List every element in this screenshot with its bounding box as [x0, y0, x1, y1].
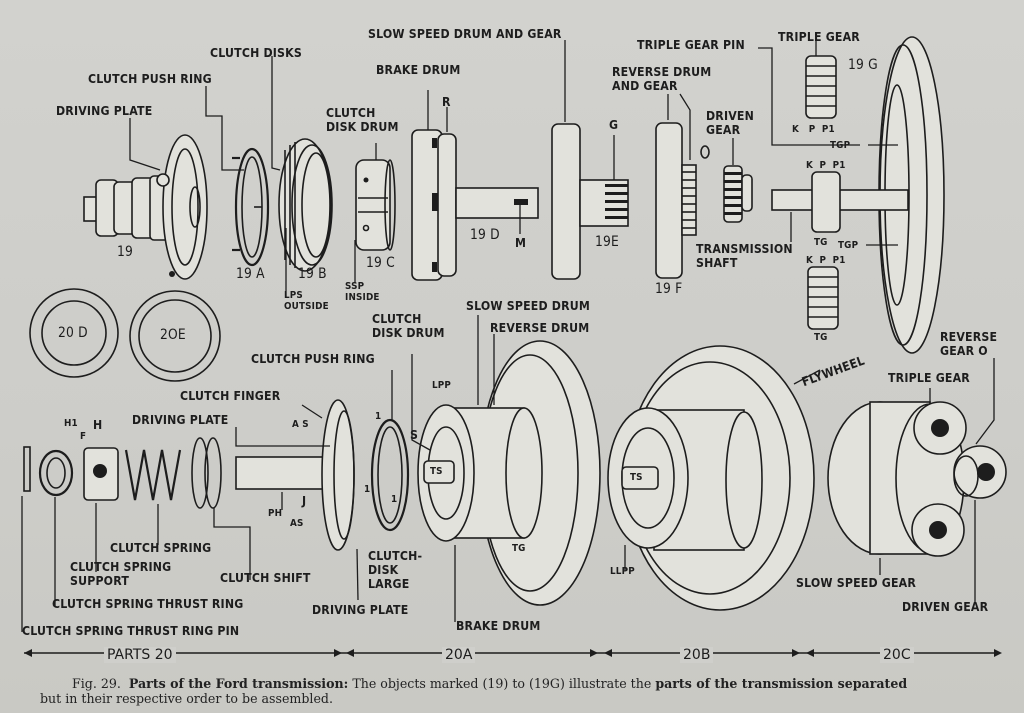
- label-clutch-spring-support: CLUTCH SPRING SUPPORT: [70, 559, 172, 588]
- label-m: M: [515, 235, 527, 250]
- part-20d-disk-drawing: [29, 288, 119, 378]
- label-j: J: [302, 493, 307, 508]
- label-slow-speed-drum: SLOW SPEED DRUM: [466, 298, 590, 313]
- part-number-20d: 20 D: [58, 325, 88, 341]
- label-triple-gear-top: TRIPLE GEAR: [778, 29, 860, 44]
- ruler-label-20a: 20A: [442, 647, 476, 663]
- part-19g-flywheel-drawing: [771, 36, 945, 354]
- label-clutch-disk-drum: CLUTCH DISK DRUM: [326, 105, 399, 134]
- label-reverse-drum-and-gear: REVERSE DRUM AND GEAR: [612, 64, 712, 93]
- label-f: F: [80, 431, 87, 442]
- part-number-19f: 19 F: [655, 281, 683, 297]
- part-19c-clutch-disk-drum-drawing: [355, 159, 396, 251]
- label-tg-lower: TG: [512, 543, 526, 554]
- label-kpp1-c: K P P1: [806, 255, 846, 266]
- part-19f-reverse-drum-drawing: [655, 122, 710, 279]
- part-number-20e: 2OE: [160, 327, 186, 343]
- label-driven-gear-top: DRIVEN GEAR: [706, 108, 754, 137]
- label-tg-a: TG: [814, 237, 828, 248]
- label-ssp-inside: SSP INSIDE: [345, 281, 380, 303]
- part-20-clutch-assembly-drawing: [23, 399, 355, 551]
- figure-caption: Fig. 29. Parts of the Ford transmission:…: [40, 676, 1000, 706]
- label-as-top: A S: [292, 419, 309, 430]
- figure-description-1: The objects marked (19) to (19G) illustr…: [352, 676, 652, 691]
- part-20a-drum-assembly-drawing: [417, 340, 601, 606]
- part-19d-brake-drum-drawing: [411, 129, 539, 281]
- label-h: H: [93, 417, 103, 432]
- label-h1: H1: [64, 418, 78, 429]
- label-tgp-lower: TGP: [838, 240, 859, 251]
- part-19a-push-ring-drawing: [232, 147, 270, 267]
- ruler-label-20c: 20C: [880, 647, 914, 663]
- part-number-19e: 19E: [595, 234, 619, 250]
- label-brake-drum: BRAKE DRUM: [376, 62, 461, 77]
- label-one-mark-b: 1: [364, 484, 371, 495]
- driven-gear-small-drawing: [723, 165, 753, 223]
- label-kpp1-a: K P P1: [792, 124, 835, 135]
- label-driving-plate-lower: DRIVING PLATE: [132, 412, 229, 427]
- label-clutch-spring-thrust-ring-pin: CLUTCH SPRING THRUST RING PIN: [22, 623, 240, 638]
- figure-title: Parts of the Ford transmission:: [128, 676, 349, 691]
- label-brake-drum-lower: BRAKE DRUM: [456, 618, 541, 633]
- parts-ruler: [24, 649, 1002, 657]
- label-tgp-upper: TGP: [830, 140, 851, 151]
- label-triple-gear-lower: TRIPLE GEAR: [888, 370, 970, 385]
- part-number-19c: 19 C: [366, 255, 395, 271]
- part-number-19: 19: [117, 244, 134, 260]
- label-clutch-spring-thrust-ring: CLUTCH SPRING THRUST RING: [52, 596, 244, 611]
- clutch-push-ring-drawing: [370, 418, 410, 532]
- part-20c-gear-assembly-drawing: [827, 401, 1007, 557]
- label-clutch-finger: CLUTCH FINGER: [180, 388, 281, 403]
- label-clutch-push-ring: CLUTCH PUSH RING: [88, 71, 212, 86]
- label-as-bottom: AS: [290, 518, 304, 529]
- label-ph: PH: [268, 508, 283, 519]
- label-reverse-gear-o: REVERSE GEAR O: [940, 329, 998, 358]
- label-ts-b: TS: [630, 472, 643, 483]
- label-lpp: LPP: [432, 380, 452, 391]
- label-driving-plate-bottom: DRIVING PLATE: [312, 602, 409, 617]
- label-llpp: LLPP: [610, 566, 635, 577]
- label-transmission-shaft: TRANSMISSION SHAFT: [696, 241, 793, 270]
- label-clutch-disks: CLUTCH DISKS: [210, 45, 302, 60]
- label-lps-outside: LPS OUTSIDE: [284, 290, 329, 312]
- label-clutch-disk-drum-lower: CLUTCH DISK DRUM: [372, 311, 445, 340]
- label-slow-speed-gear: SLOW SPEED GEAR: [796, 575, 916, 590]
- label-tg-b: TG: [814, 332, 828, 343]
- label-r: R: [442, 94, 451, 109]
- figure-description-2: but in their respective order to be asse…: [40, 691, 333, 706]
- ruler-label-20b: 20B: [680, 647, 714, 663]
- label-kpp1-b: K P P1: [806, 160, 846, 171]
- part-number-19g: 19 G: [848, 57, 878, 73]
- part-20e-disk-drawing: [129, 290, 221, 382]
- part-number-19d: 19 D: [470, 227, 500, 243]
- part-20b-flywheel-assembly-drawing: [607, 345, 815, 611]
- label-clutch-spring: CLUTCH SPRING: [110, 540, 212, 555]
- label-driving-plate: DRIVING PLATE: [56, 103, 153, 118]
- label-clutch-push-ring-lower: CLUTCH PUSH RING: [251, 351, 375, 366]
- part-19b-clutch-disks-drawing: [278, 138, 333, 272]
- label-slow-speed-drum-and-gear: SLOW SPEED DRUM AND GEAR: [368, 26, 562, 41]
- ruler-label-parts-20: PARTS 20: [104, 647, 176, 663]
- label-triple-gear-pin: TRIPLE GEAR PIN: [637, 37, 745, 52]
- label-clutch-shift: CLUTCH SHIFT: [220, 570, 311, 585]
- leader-lines: [21, 38, 995, 632]
- part-number-19b: 19 B: [298, 266, 327, 282]
- figure-description-bold: parts of the transmission separated: [655, 676, 908, 691]
- part-number-19a: 19 A: [236, 266, 265, 282]
- figure-number: Fig. 29.: [72, 676, 121, 691]
- label-clutch-disk-large: CLUTCH- DISK LARGE: [368, 548, 423, 591]
- label-one-mark-a: 1: [375, 411, 382, 422]
- label-s: S: [410, 427, 419, 442]
- label-driven-gear-lower: DRIVEN GEAR: [902, 599, 989, 614]
- label-g: G: [609, 117, 619, 132]
- part-19e-slow-speed-drum-drawing: [551, 123, 629, 280]
- label-reverse-drum: REVERSE DRUM: [490, 320, 590, 335]
- part-19-driving-plate-drawing: [83, 134, 208, 280]
- label-one-mark-c: 1: [391, 494, 398, 505]
- label-ts-a: TS: [430, 466, 443, 477]
